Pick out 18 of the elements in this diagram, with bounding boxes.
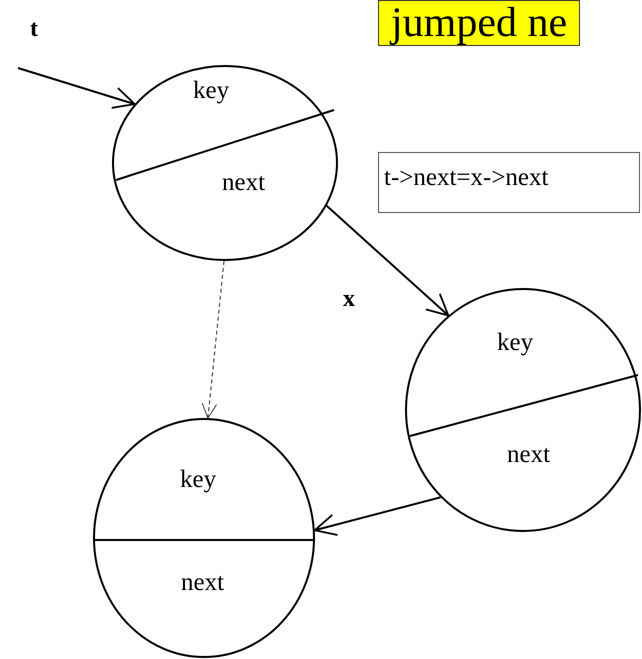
title-banner: jumped ne	[378, 0, 580, 46]
field-label: key	[193, 78, 230, 103]
field-label: key	[180, 467, 216, 492]
dashed-arrow	[202, 260, 224, 419]
list-node-circle	[112, 65, 338, 261]
arrow	[326, 205, 450, 316]
pointer-label: next	[181, 570, 224, 595]
variable-label: x	[343, 287, 355, 311]
code-text: t->next=x->next	[384, 165, 548, 190]
variable-label: t	[30, 17, 38, 41]
arrow	[18, 67, 136, 109]
pointer-label: next	[222, 170, 266, 195]
code-box	[378, 152, 640, 213]
pointer-label: next	[507, 442, 550, 467]
list-node-circle	[93, 418, 315, 658]
arrow	[314, 496, 441, 536]
list-node-circle	[405, 288, 641, 532]
field-label: key	[497, 330, 534, 355]
